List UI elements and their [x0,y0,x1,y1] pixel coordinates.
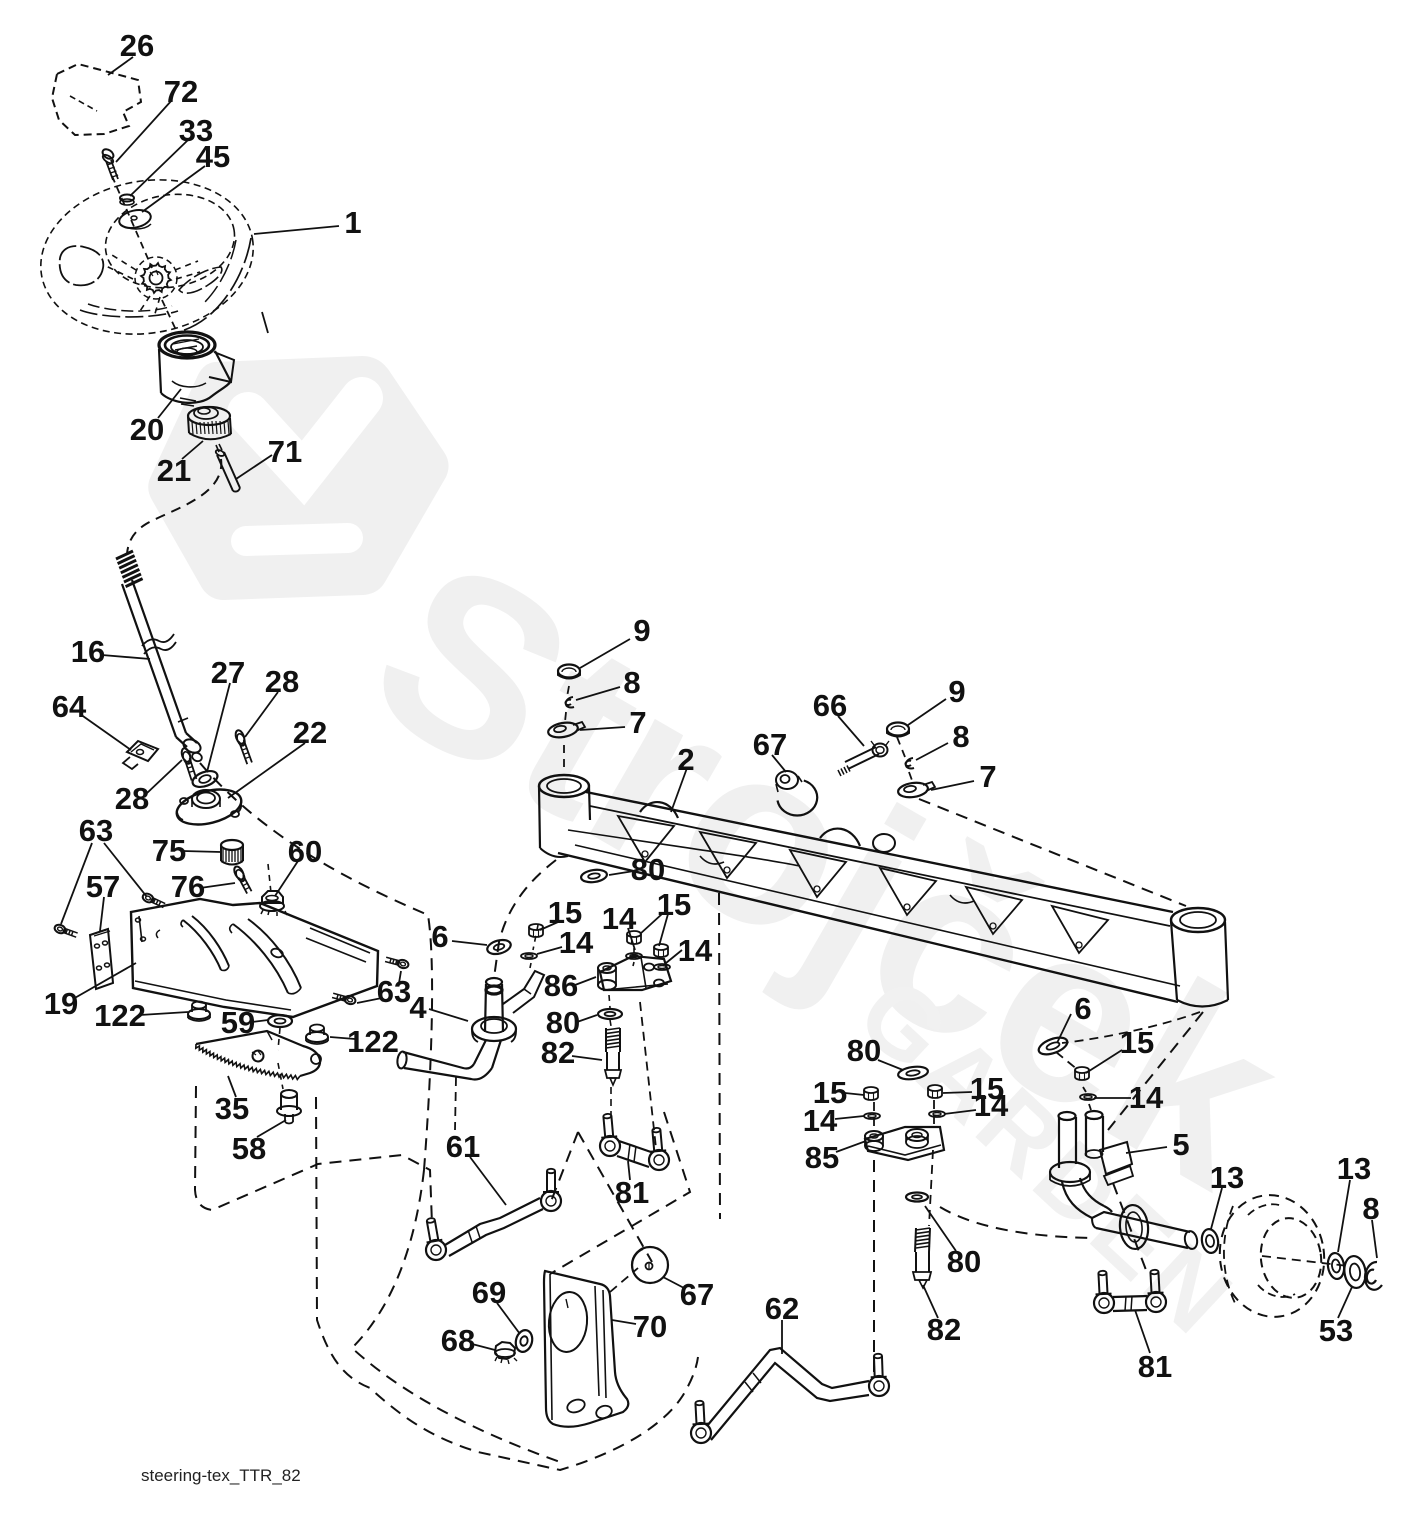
svg-text:4: 4 [409,990,427,1025]
svg-text:45: 45 [196,139,230,174]
svg-text:21: 21 [157,453,191,488]
svg-text:5: 5 [1172,1127,1189,1162]
svg-text:63: 63 [79,813,113,848]
svg-text:9: 9 [633,613,650,648]
svg-text:13: 13 [1210,1160,1244,1195]
svg-text:81: 81 [615,1175,649,1210]
svg-text:26: 26 [120,28,154,63]
svg-text:64: 64 [52,689,87,724]
svg-text:1: 1 [344,205,361,240]
svg-text:76: 76 [171,869,205,904]
svg-text:57: 57 [86,869,120,904]
svg-text:14: 14 [1129,1080,1164,1115]
svg-text:22: 22 [293,715,327,750]
svg-text:15: 15 [548,895,582,930]
svg-text:53: 53 [1319,1313,1353,1348]
svg-text:67: 67 [753,727,787,762]
svg-text:15: 15 [970,1071,1004,1106]
svg-text:62: 62 [765,1291,799,1326]
svg-text:19: 19 [44,986,78,1021]
svg-text:69: 69 [472,1275,506,1310]
svg-text:14: 14 [678,933,713,968]
svg-text:7: 7 [979,759,996,794]
svg-text:28: 28 [115,781,149,816]
svg-text:85: 85 [805,1140,839,1175]
svg-text:81: 81 [1138,1349,1172,1384]
svg-text:6: 6 [1074,991,1091,1026]
svg-text:58: 58 [232,1131,266,1166]
svg-text:67: 67 [680,1277,714,1312]
svg-text:82: 82 [541,1035,575,1070]
svg-text:80: 80 [546,1005,580,1040]
svg-text:72: 72 [164,74,198,109]
svg-text:15: 15 [657,887,691,922]
svg-text:7: 7 [629,705,646,740]
svg-text:122: 122 [347,1024,399,1059]
svg-text:71: 71 [268,434,302,469]
svg-text:80: 80 [947,1244,981,1279]
svg-text:8: 8 [1362,1191,1379,1226]
svg-text:2: 2 [677,742,694,777]
svg-text:steering-tex_TTR_82: steering-tex_TTR_82 [141,1466,301,1485]
svg-text:82: 82 [927,1312,961,1347]
svg-text:27: 27 [211,655,245,690]
svg-text:86: 86 [544,968,578,1003]
svg-text:80: 80 [847,1033,881,1068]
svg-text:122: 122 [94,998,146,1033]
svg-text:33: 33 [179,113,213,148]
svg-text:28: 28 [265,664,299,699]
svg-text:66: 66 [813,688,847,723]
svg-text:20: 20 [130,412,164,447]
svg-text:14: 14 [602,901,637,936]
svg-text:70: 70 [633,1309,667,1344]
svg-text:59: 59 [221,1005,255,1040]
svg-text:14: 14 [803,1103,838,1138]
svg-text:14: 14 [559,925,594,960]
svg-text:9: 9 [948,674,965,709]
svg-text:6: 6 [431,919,448,954]
svg-text:61: 61 [446,1129,480,1164]
svg-text:14: 14 [974,1088,1009,1123]
svg-text:13: 13 [1337,1151,1371,1186]
svg-text:16: 16 [71,634,105,669]
svg-text:68: 68 [441,1323,475,1358]
svg-text:75: 75 [152,833,186,868]
svg-text:60: 60 [288,834,322,869]
svg-text:15: 15 [813,1075,847,1110]
svg-text:35: 35 [215,1091,249,1126]
svg-text:15: 15 [1120,1025,1154,1060]
svg-text:8: 8 [623,665,640,700]
svg-text:8: 8 [952,719,969,754]
svg-text:80: 80 [631,852,665,887]
svg-text:63: 63 [377,974,411,1009]
